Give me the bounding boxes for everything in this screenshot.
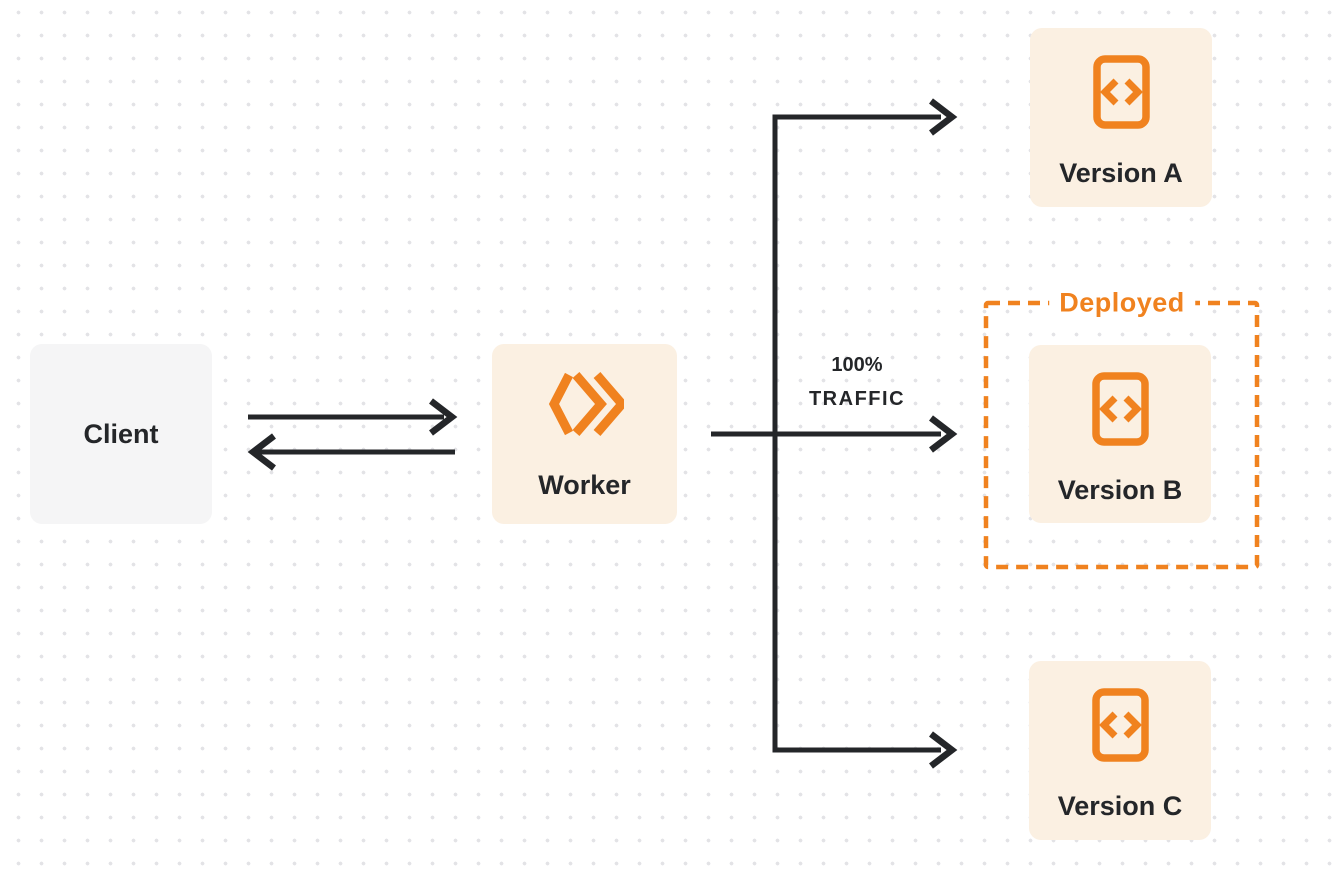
worker-label: Worker [538,470,631,500]
node-client: Client [30,344,212,524]
deployed-group-label: Deployed [1049,286,1195,320]
node-worker: Worker [492,344,677,524]
workers-logo-icon [548,372,624,436]
code-file-icon [1091,372,1149,446]
code-file-icon [1092,55,1150,129]
edge-branch-bracket [772,114,941,753]
traffic-word: TRAFFIC [808,388,906,410]
node-version-c: Version C [1029,661,1211,840]
traffic-percent: 100% [831,354,883,376]
node-version-a: Version A [1030,28,1212,207]
code-file-icon [1091,688,1149,762]
client-label: Client [83,419,159,449]
version-c-label: Version C [1057,791,1183,821]
version-b-label: Version B [1057,475,1183,505]
version-a-label: Version A [1059,158,1183,188]
node-version-b: Version B [1029,345,1211,523]
traffic-label: 100% TRAFFIC [775,348,939,416]
